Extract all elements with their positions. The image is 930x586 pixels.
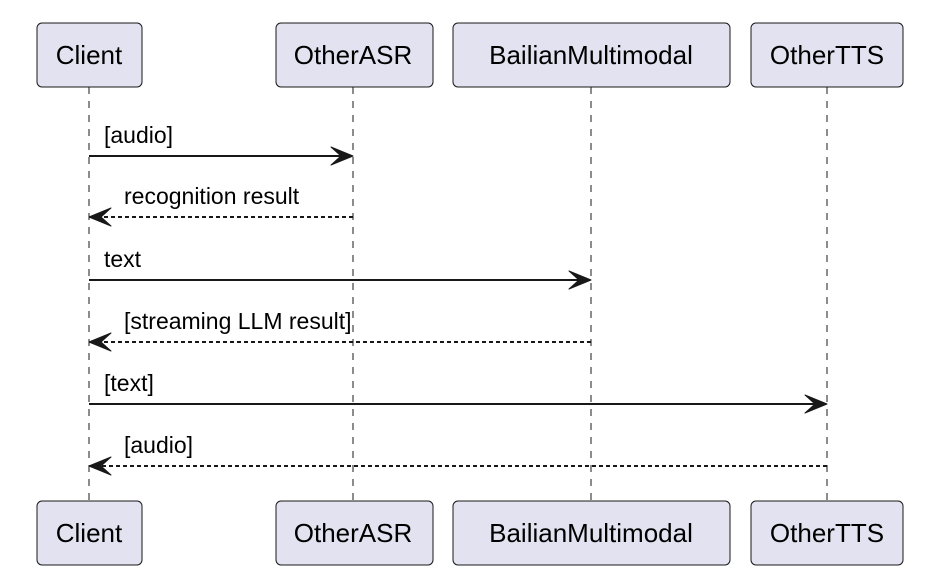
- participant-bailian-bottom: BailianMultimodal: [452, 500, 731, 566]
- messages: [audio] recognition result text [streaming …: [88, 122, 828, 476]
- message-3: [streaming LLM result]: [88, 308, 591, 352]
- participant-box: [750, 500, 904, 566]
- message-5: [audio]: [88, 432, 827, 476]
- message-0: [audio]: [89, 122, 354, 166]
- message-4: [text]: [89, 370, 828, 414]
- participant-label: Client: [56, 518, 123, 548]
- message-label: [audio]: [104, 122, 173, 148]
- participant-label: BailianMultimodal: [489, 518, 693, 548]
- participant-label: OtherTTS: [770, 40, 884, 70]
- participant-label: BailianMultimodal: [489, 40, 693, 70]
- participant-othertts-bottom: OtherTTS: [750, 500, 904, 566]
- participants-bottom: Client OtherASR BailianMultimodal OtherTTS: [36, 500, 904, 566]
- participants-top: Client OtherASR BailianMultimodal OtherTTS: [36, 22, 904, 88]
- message-1: recognition result: [88, 183, 353, 227]
- participant-box: [452, 22, 731, 88]
- participant-client-bottom: Client: [36, 500, 143, 566]
- participant-box: [750, 22, 904, 88]
- participant-label: Client: [56, 40, 123, 70]
- participant-othertts-top: OtherTTS: [750, 22, 904, 88]
- participant-label: OtherASR: [294, 518, 413, 548]
- participant-otherasr-bottom: OtherASR: [275, 500, 434, 566]
- message-label: recognition result: [124, 183, 300, 209]
- participant-box: [275, 22, 434, 88]
- participant-client-top: Client: [36, 22, 143, 88]
- participant-box: [452, 500, 731, 566]
- arrowhead: [88, 456, 112, 476]
- lifelines: [88, 87, 828, 501]
- message-label: [text]: [104, 370, 154, 396]
- message-label: text: [104, 246, 142, 272]
- participant-box: [36, 500, 143, 566]
- arrowhead: [330, 146, 354, 166]
- participant-otherasr-top: OtherASR: [275, 22, 434, 88]
- participant-label: OtherTTS: [770, 518, 884, 548]
- arrowhead: [88, 332, 112, 352]
- participant-bailian-top: BailianMultimodal: [452, 22, 731, 88]
- participant-label: OtherASR: [294, 40, 413, 70]
- arrowhead: [804, 394, 828, 414]
- message-label: [audio]: [124, 432, 193, 458]
- message-2: text: [89, 246, 592, 290]
- participant-box: [275, 500, 434, 566]
- message-label: [streaming LLM result]: [124, 308, 352, 334]
- arrowhead: [88, 207, 112, 227]
- participant-box: [36, 22, 143, 88]
- arrowhead: [568, 270, 592, 290]
